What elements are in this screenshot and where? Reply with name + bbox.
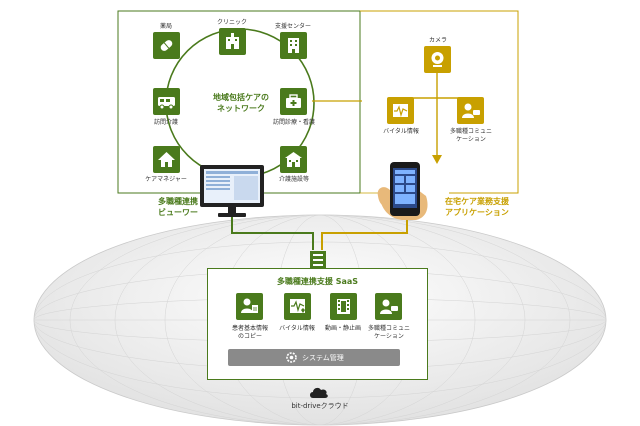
gear-icon xyxy=(286,352,297,363)
clinic-label: クリニック xyxy=(216,19,247,26)
system-management-bar: システム管理 xyxy=(228,349,400,366)
vital-signs-icon xyxy=(387,97,414,124)
home-app-title-line2: アプリケーション xyxy=(445,208,509,217)
facility-icon xyxy=(280,146,307,173)
house-icon xyxy=(153,146,180,173)
support-center-label: 支援センター xyxy=(274,23,311,30)
care-facility-label: 介護施設等 xyxy=(278,176,309,183)
cloud-icon xyxy=(310,387,328,398)
viewer-title-line2: ビューワー xyxy=(158,208,198,217)
saas-vital-label: バイタル情報 xyxy=(279,325,315,332)
saas-vital-icon xyxy=(284,293,311,320)
network-title-line2: ネットワーク xyxy=(217,104,265,113)
server-icon xyxy=(310,251,326,269)
camera-icon xyxy=(424,46,451,73)
patient-profile-icon xyxy=(236,293,263,320)
saas-patient-label-line2: のコピー xyxy=(237,333,262,340)
medical-bag-icon xyxy=(280,88,307,115)
saas-patient-label-line1: 患者基本情報 xyxy=(231,325,268,332)
saas-user-chat-icon xyxy=(375,293,402,320)
van-icon xyxy=(153,88,180,115)
home-app-title-line1: 在宅ケア業務支援 xyxy=(445,197,509,206)
home-comm-label-line2: ケーション xyxy=(456,136,486,143)
pharmacy-label: 薬局 xyxy=(159,23,172,30)
care-manager-label: ケアマネジャー xyxy=(145,176,187,183)
home-comm-label-line1: 多職種コミュニ xyxy=(449,128,492,135)
saas-video-label: 動画・静止画 xyxy=(324,325,361,332)
viewer-title-line1: 多職種連携 xyxy=(158,197,198,206)
computer-monitor-icon xyxy=(200,165,264,217)
pill-icon xyxy=(153,32,180,59)
visit-care-label: 訪問介護 xyxy=(153,119,178,126)
smartphone-icon xyxy=(377,162,428,220)
network-title-line1: 地域包括ケアの xyxy=(213,93,269,102)
office-building-icon xyxy=(280,32,307,59)
building-icon xyxy=(219,28,246,55)
user-chat-icon xyxy=(457,97,484,124)
saas-comm-label-line2: ケーション xyxy=(374,333,404,340)
saas-title: 多職種連携支援 SaaS xyxy=(276,277,359,286)
saas-comm-label-line1: 多職種コミュニ xyxy=(367,325,410,332)
cloud-label: bit-driveクラウド xyxy=(291,402,349,410)
film-icon xyxy=(330,293,357,320)
camera-label: カメラ xyxy=(428,37,447,44)
home-vital-label: バイタル情報 xyxy=(383,128,419,135)
visit-nursing-label: 訪問診療・看護 xyxy=(272,119,315,126)
system-management-label: システム管理 xyxy=(302,354,344,362)
